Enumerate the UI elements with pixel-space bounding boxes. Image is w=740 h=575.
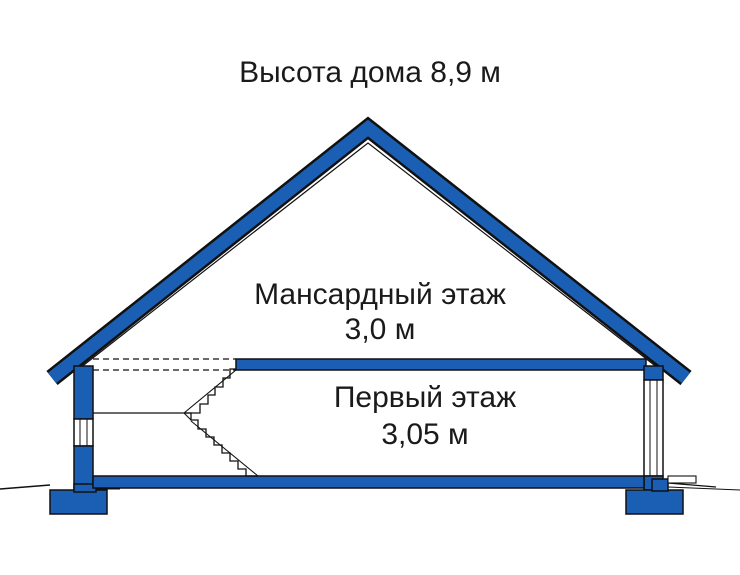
right-wall (625, 365, 684, 515)
staircase (93, 368, 259, 477)
entrance-step (667, 475, 697, 484)
attic-floor-height: 3,0 м (344, 313, 416, 346)
stair-opening-dashed-lines (93, 358, 236, 371)
attic-floor-label: Мансардный этаж (254, 278, 506, 311)
first-floor-label: Первый этаж (333, 381, 517, 414)
attic-floor-slab (235, 358, 647, 371)
ground-line (0, 482, 740, 491)
roof (46, 116, 692, 386)
house-height-title: Высота дома 8,9 м (239, 56, 501, 89)
left-wall (49, 365, 108, 515)
ground-floor-slab (92, 475, 645, 489)
first-floor-height: 3,05 м (381, 418, 469, 451)
